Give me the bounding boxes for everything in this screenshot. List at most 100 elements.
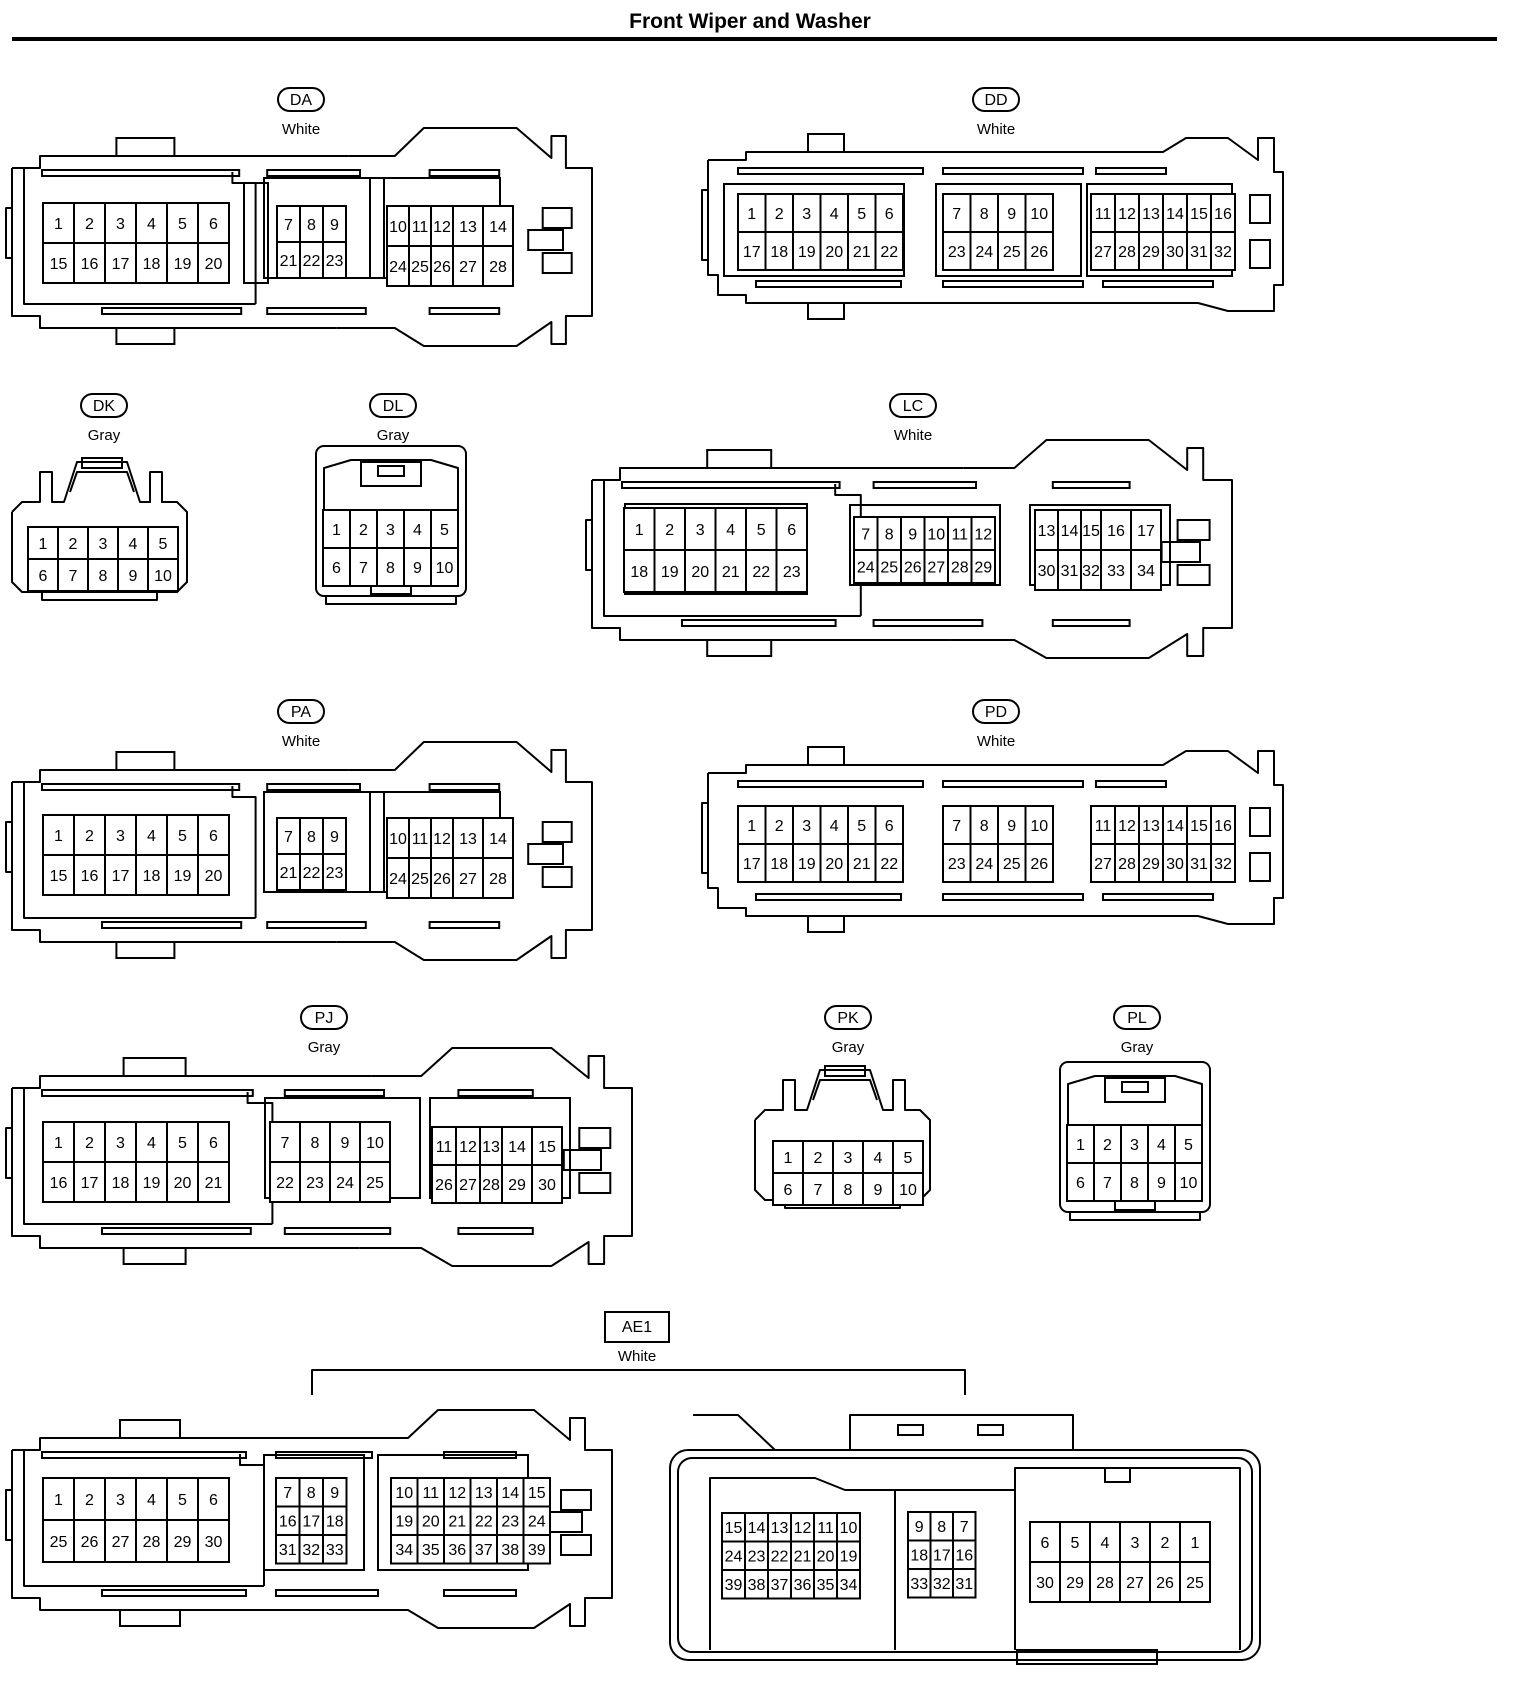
pin-number: 1 [784, 1150, 793, 1167]
pin-number: 21 [853, 244, 871, 261]
left-ear [701, 189, 708, 261]
pin-number: 8 [386, 560, 395, 577]
pin-cavity [997, 843, 1027, 883]
pin-number: 2 [1161, 1535, 1170, 1552]
connector-code-box [604, 1311, 670, 1343]
pin-number: 5 [178, 828, 187, 845]
pin-number: 29 [1066, 1575, 1084, 1592]
center-block [263, 791, 385, 893]
lock-frame [360, 461, 422, 487]
pin-number: 16 [279, 1514, 297, 1531]
pin-number: 19 [174, 256, 192, 273]
housing-outline [708, 151, 1108, 161]
pin-cavity [42, 1477, 75, 1521]
latch-slot [283, 1089, 385, 1097]
pin-number: 16 [81, 256, 99, 273]
pin-cavity [1138, 805, 1164, 845]
pin-cavity [197, 1519, 230, 1563]
pin-number: 3 [1130, 1137, 1139, 1154]
latch-slot [755, 893, 902, 901]
lock-tab [824, 1065, 866, 1077]
bottom-tab [1016, 1649, 1158, 1665]
pin-cavity [1186, 231, 1212, 271]
pin-number: 4 [830, 206, 839, 223]
pin-number: 10 [395, 1485, 413, 1502]
pin-cavity [349, 547, 378, 587]
latch-slot [942, 780, 1084, 788]
pin-cavity [1130, 509, 1162, 551]
pin-number: 6 [39, 568, 48, 585]
pin-number: 12 [1118, 818, 1136, 835]
connector-color: Gray [832, 1039, 865, 1056]
connector-code-badge [277, 87, 325, 112]
pin-number: 1 [635, 522, 644, 539]
pin-number: 21 [794, 1549, 812, 1566]
latch-box [1176, 519, 1211, 541]
pin-number: 7 [1103, 1175, 1112, 1192]
pin-number: 15 [50, 868, 68, 885]
housing-top-tab [849, 1414, 1074, 1450]
inner-frame [1067, 1075, 1203, 1202]
top-tab [807, 133, 845, 153]
pin-number: 32 [933, 1576, 951, 1593]
pin-number: 19 [798, 856, 816, 873]
pin-cavity [430, 509, 459, 549]
pin-number: 17 [743, 244, 761, 261]
center-block [263, 1454, 365, 1571]
pin-cavity [1179, 1561, 1211, 1603]
pin-cavity [819, 231, 849, 271]
pin-number: 5 [178, 216, 187, 233]
pin-number: 1 [332, 522, 341, 539]
pin-number: 17 [1137, 523, 1155, 540]
pin-number: 22 [880, 244, 898, 261]
pin-cavity [1059, 1561, 1091, 1603]
pin-number: 19 [395, 1514, 413, 1531]
pin-cavity [135, 854, 168, 896]
housing-bottom [41, 592, 158, 601]
pin-cavity [952, 1568, 977, 1599]
connector-color: Gray [377, 427, 410, 444]
inner-frame [23, 168, 256, 305]
pin-cavity [802, 1172, 834, 1206]
pin-number: 18 [143, 868, 161, 885]
housing-top-left [693, 1414, 776, 1451]
pin-number: 15 [538, 1139, 556, 1156]
latch-slot [977, 1424, 1004, 1436]
connector-code: LC [903, 398, 923, 415]
latch-box [560, 1534, 592, 1556]
latch-slot [283, 1227, 392, 1235]
pin-number: 7 [69, 568, 78, 585]
latch-slot [41, 169, 241, 177]
pin-number: 1 [54, 1492, 63, 1509]
latch-box [527, 843, 565, 865]
pin-number: 14 [508, 1139, 526, 1156]
top-tab [807, 746, 845, 766]
pin-cavity [847, 843, 877, 883]
pin-number: 20 [817, 1549, 835, 1566]
connector-code: DK [93, 398, 116, 415]
pin-number: 31 [1061, 563, 1079, 580]
pin-number: 15 [50, 256, 68, 273]
left-ear [5, 207, 12, 259]
pin-number: 6 [787, 522, 796, 539]
pin-cavity [623, 549, 656, 593]
pin-number: 18 [326, 1514, 344, 1531]
pin-number: 5 [857, 818, 866, 835]
pin-cavity [874, 843, 904, 883]
latch-box [578, 1127, 612, 1149]
pin-number: 22 [880, 856, 898, 873]
inner-frame [231, 786, 257, 918]
pin-number: 1 [54, 828, 63, 845]
pin-number: 9 [341, 1135, 350, 1152]
housing-outline [12, 155, 349, 169]
pin-cavity [832, 1140, 864, 1174]
pin-cavity [322, 853, 347, 891]
pin-cavity [166, 242, 199, 284]
pin-number: 1 [747, 206, 756, 223]
pin-number: 20 [205, 868, 223, 885]
pin-number: 18 [770, 244, 788, 261]
